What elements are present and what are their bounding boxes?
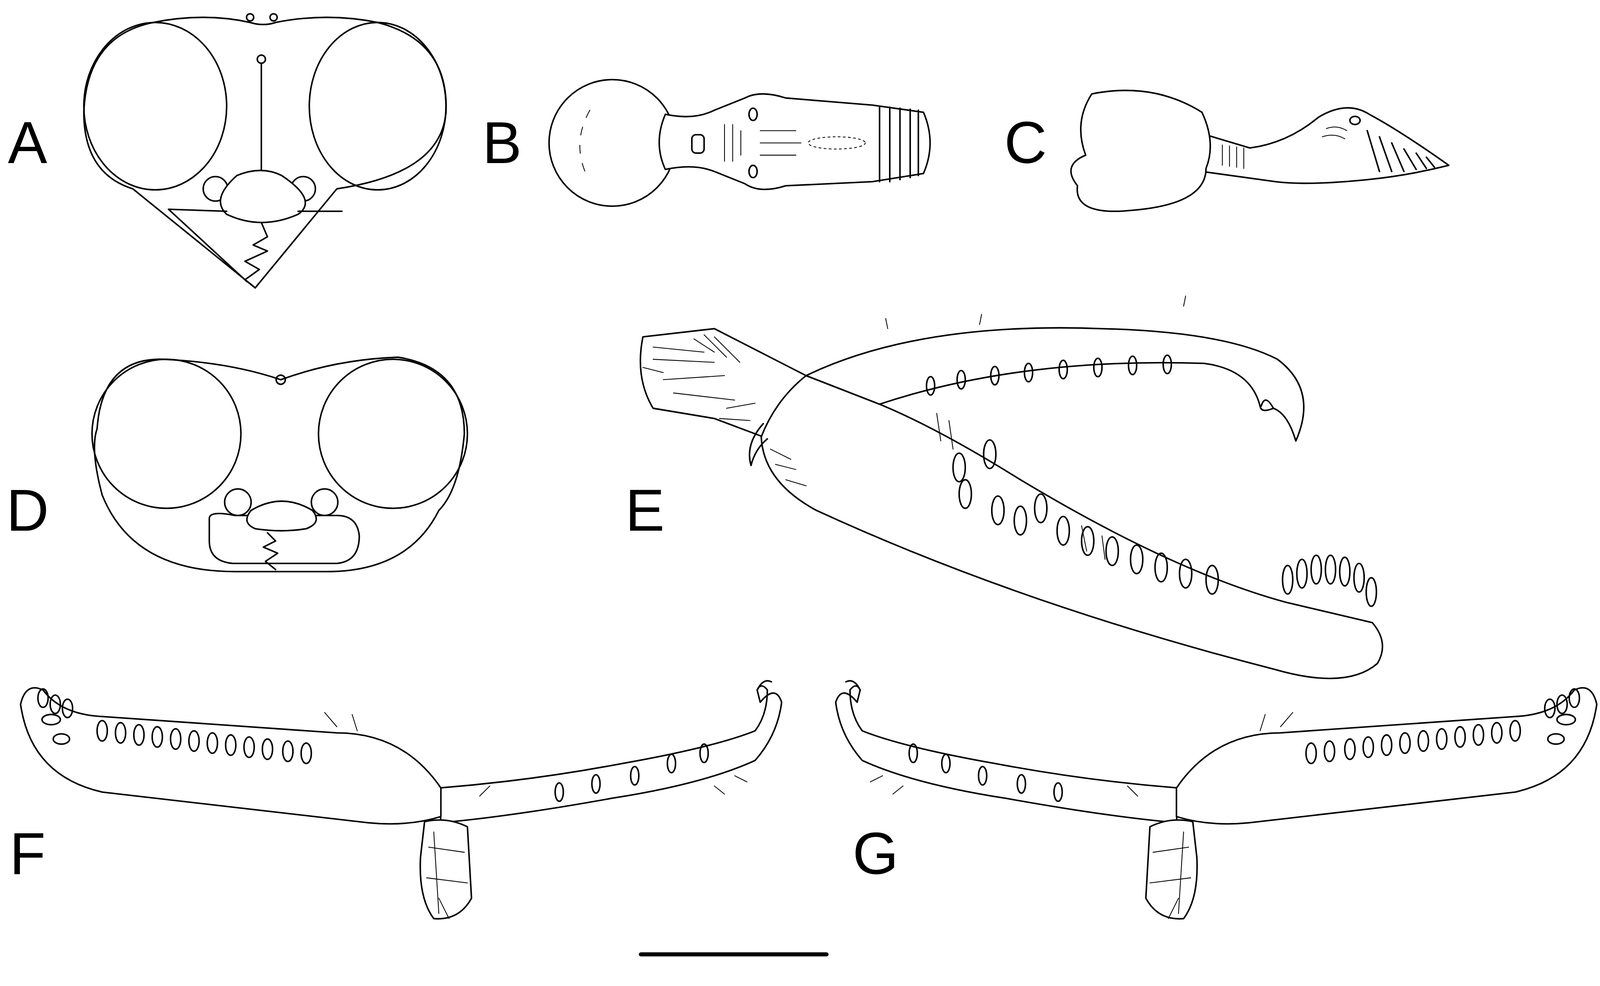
scale-bar (640, 952, 827, 957)
petiole-lateral (1070, 90, 1449, 212)
panel-letter: E (625, 480, 665, 540)
panel-letter: C (1004, 113, 1047, 173)
panel-letter: A (7, 113, 48, 173)
panel-letter: D (6, 480, 50, 540)
panel-letter: B (482, 113, 522, 173)
panel-letter: G (852, 823, 899, 883)
head-frontal (92, 357, 468, 572)
head-frontal (83, 13, 446, 288)
foreleg (20, 680, 782, 919)
petiole-dorsal (549, 79, 931, 207)
foreleg (835, 680, 1597, 919)
raptorial-foreleg (640, 295, 1383, 678)
panel-letter: F (9, 823, 46, 883)
